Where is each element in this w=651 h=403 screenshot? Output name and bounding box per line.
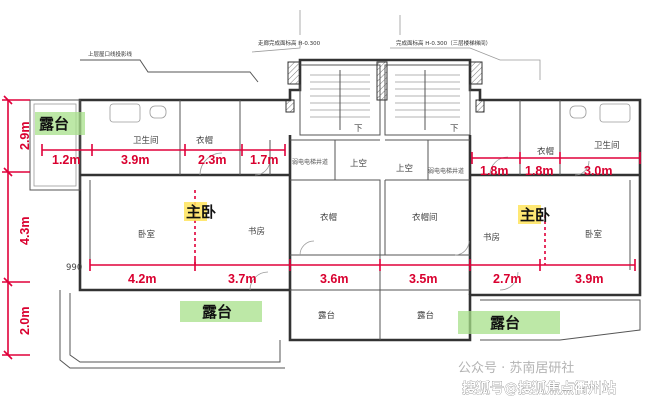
svg-text:主卧: 主卧	[186, 203, 216, 221]
top-note-left: 走廊完成面标高 H-0.300	[258, 39, 321, 47]
dim-top-left-1: 1.2m	[52, 153, 81, 167]
svg-text:露台: 露台	[39, 115, 69, 133]
dim-mid-3: 3.6m	[320, 272, 349, 286]
tag-master-left: 主卧	[184, 202, 216, 221]
room-terrace-mid-left: 露台	[318, 310, 335, 321]
top-note-right: 完成面标高 H-0.300（三层楼梯梯间）	[396, 39, 491, 47]
tag-master-right: 主卧	[518, 205, 550, 224]
room-bath-right: 卫生间	[594, 140, 620, 151]
room-elevator-right: 弱电电梯井道	[428, 167, 464, 175]
svg-text:主卧: 主卧	[520, 206, 550, 224]
room-void-right: 上空	[396, 163, 413, 174]
stair-down-left: 下	[354, 124, 363, 134]
room-bedroom-right: 卧室	[585, 229, 603, 240]
level-990: 990	[66, 263, 82, 273]
room-void-left: 上空	[350, 158, 367, 169]
top-dimension-chain-right: 1.8m 1.8m 3.0m	[471, 152, 641, 178]
dim-top-right-2: 1.8m	[525, 164, 554, 178]
room-wardrobe-left: 衣帽	[320, 212, 337, 223]
dim-mid-4: 3.5m	[409, 272, 438, 286]
roof-note: 上层屋口线投影线	[88, 50, 133, 58]
dim-top-left-4: 1.7m	[250, 153, 279, 167]
dim-top-right-3: 3.0m	[584, 164, 613, 178]
room-terrace-mid-right: 露台	[417, 310, 434, 321]
svg-text:露台: 露台	[202, 303, 232, 321]
dim-mid-1: 4.2m	[128, 272, 157, 286]
dim-top-left-3: 2.3m	[198, 153, 227, 167]
room-closet-left: 衣帽	[196, 135, 213, 146]
mid-dimension-chain: 4.2m 3.7m 3.6m 3.5m 2.7m 3.9m	[89, 259, 636, 286]
room-bath-left: 卫生间	[133, 135, 159, 146]
terrace-rail	[69, 293, 281, 363]
top-dimension-chain-left: 1.2m 3.9m 2.3m 1.7m	[41, 144, 286, 167]
terrace-top-left-area	[29, 99, 81, 191]
dim-left-1: 2.9m	[18, 122, 32, 151]
door-swings	[199, 152, 590, 291]
stair-down-right: 下	[450, 124, 459, 134]
dim-left-3: 2.0m	[18, 307, 32, 336]
roof-projection-line	[80, 59, 259, 83]
svg-text:露台: 露台	[490, 314, 520, 332]
dim-top-left-2: 3.9m	[121, 153, 150, 167]
room-study-right: 书房	[483, 232, 500, 243]
room-closet-right: 衣帽	[537, 146, 554, 157]
tag-terrace-top-left: 露台	[35, 112, 85, 135]
stair-treads	[310, 70, 460, 130]
room-wardrobe-right: 衣帽间	[412, 212, 438, 223]
dim-left-2: 4.3m	[18, 217, 32, 246]
tag-terrace-bottom-right: 露台	[458, 311, 560, 334]
dim-mid-6: 3.9m	[575, 272, 604, 286]
dim-top-right-1: 1.8m	[480, 164, 509, 178]
room-bedroom-left: 卧室	[138, 229, 156, 240]
dim-mid-5: 2.7m	[493, 272, 522, 286]
bottom-watermark: 搜狐号@搜狐焦点衢州站	[462, 380, 616, 397]
outer-wall	[78, 58, 642, 342]
faint-watermark: 公众号 · 苏南居研社	[458, 360, 574, 376]
left-dimension-chain: 2.9m 4.3m 2.0m	[2, 95, 32, 360]
tag-terrace-bottom-left: 露台	[180, 301, 262, 322]
bathroom-fixtures	[109, 103, 631, 123]
room-elevator-left: 弱电电梯井道	[292, 158, 328, 166]
dim-mid-2: 3.7m	[228, 272, 257, 286]
room-study-left: 书房	[248, 226, 265, 237]
